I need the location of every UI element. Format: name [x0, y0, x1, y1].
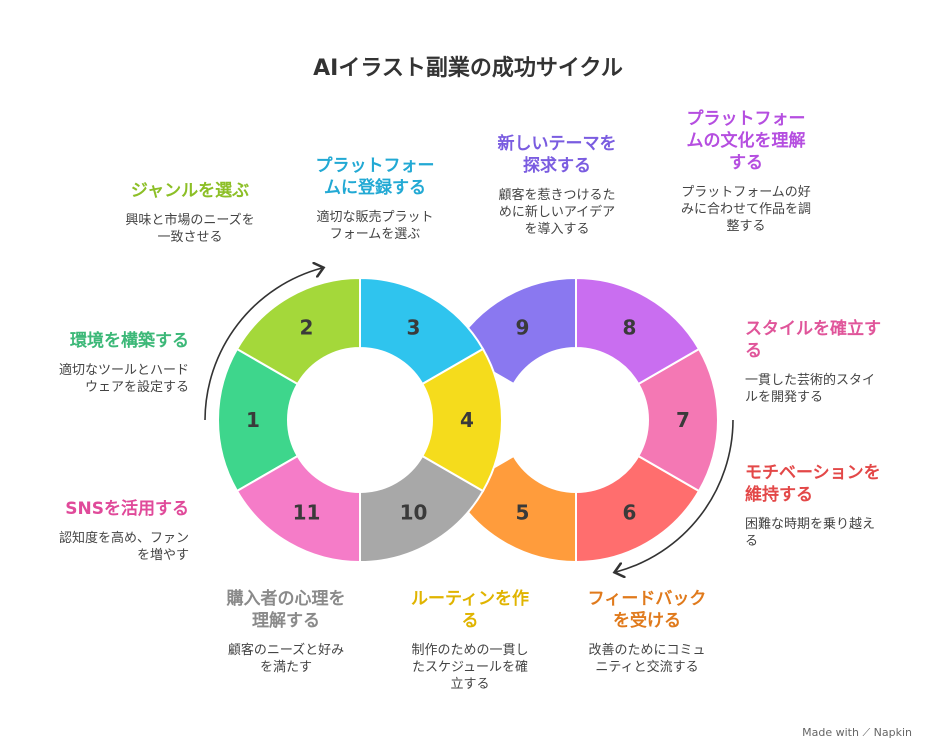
label-2-title: ジャンルを選ぶ — [130, 181, 250, 201]
label-2: ジャンルを選ぶ 興味と市場のニーズを 一致させる — [100, 180, 280, 246]
segment-number-11: 11 — [293, 501, 321, 525]
label-7: スタイルを確立す る 一貫した芸術的スタイ ルを開発する — [745, 318, 925, 406]
segment-number-2: 2 — [300, 315, 314, 339]
label-9-title: 新しいテーマを 探求する — [497, 134, 617, 176]
segment-number-9: 9 — [516, 315, 530, 339]
label-3-desc: 適切な販売プラット フォームを選ぶ — [316, 210, 434, 242]
footer-brand: Napkin — [873, 726, 912, 739]
footer-made-with: Made with — [802, 726, 859, 739]
label-1-desc: 適切なツールとハード ウェアを設定する — [58, 363, 189, 395]
segment-number-4: 4 — [460, 408, 474, 432]
label-4-title: ルーティンを作 る — [411, 589, 529, 631]
label-4-desc: 制作のための一貫し たスケジュールを確 立する — [411, 643, 529, 692]
segment-number-3: 3 — [407, 315, 421, 339]
label-4: ルーティンを作 る 制作のための一貫し たスケジュールを確 立する — [385, 588, 555, 693]
label-11-desc: 認知度を高め、ファン を増やす — [58, 531, 189, 563]
segment-number-10: 10 — [400, 501, 428, 525]
label-9-desc: 顧客を惹きつけるた めに新しいアイデア を導入する — [498, 188, 616, 237]
label-10-desc: 顧客のニーズと好み を満たす — [227, 643, 345, 675]
label-11-title: SNSを活用する — [65, 499, 189, 519]
segment-number-6: 6 — [623, 501, 637, 525]
label-9: 新しいテーマを 探求する 顧客を惹きつけるた めに新しいアイデア を導入する — [472, 133, 642, 238]
footer-credit: Made with ⟋ Napkin — [802, 726, 912, 740]
label-11: SNSを活用する 認知度を高め、ファン を増やす — [9, 498, 189, 564]
label-10: 購入者の心理を 理解する 顧客のニーズと好み を満たす — [200, 588, 372, 676]
segment-number-1: 1 — [246, 408, 260, 432]
label-3-title: プラットフォー ムに登録する — [315, 156, 435, 198]
segment-7 — [636, 347, 719, 493]
diagram-title: AIイラスト副業の成功サイクル — [313, 56, 623, 81]
label-1: 環境を構築する 適切なツールとハード ウェアを設定する — [9, 330, 189, 396]
segment-number-7: 7 — [676, 408, 690, 432]
label-7-desc: 一貫した芸術的スタイ ルを開発する — [745, 373, 876, 405]
segment-11 — [235, 454, 361, 564]
label-5: フィードバック を受ける 改善のためにコミュ ニティと交流する — [562, 588, 732, 676]
label-7-title: スタイルを確立す る — [745, 319, 881, 361]
label-8-title: プラットフォー ムの文化を理解 する — [686, 109, 806, 173]
label-5-title: フィードバック を受ける — [587, 589, 707, 631]
cycle-arrow-right — [616, 419, 734, 572]
segment-8 — [575, 276, 701, 386]
label-8-desc: プラットフォームの好 みに合わせて作品を調 整する — [680, 185, 811, 234]
label-5-desc: 改善のためにコミュ ニティと交流する — [588, 643, 706, 675]
segment-6 — [575, 454, 701, 564]
segment-4 — [420, 347, 503, 493]
label-3: プラットフォー ムに登録する 適切な販売プラット フォームを選ぶ — [290, 155, 460, 243]
segment-number-5: 5 — [516, 501, 530, 525]
label-2-desc: 興味と市場のニーズを 一致させる — [125, 213, 255, 245]
label-6: モチベーションを 維持する 困難な時期を乗り越え る — [745, 462, 925, 550]
label-10-title: 購入者の心理を 理解する — [226, 589, 346, 631]
label-6-title: モチベーションを 維持する — [745, 463, 881, 505]
segment-number-8: 8 — [623, 315, 637, 339]
cycle-arrow-left — [204, 268, 322, 421]
label-8: プラットフォー ムの文化を理解 する プラットフォームの好 みに合わせて作品を調… — [660, 108, 832, 235]
label-6-desc: 困難な時期を乗り越え る — [745, 517, 876, 549]
napkin-logo-icon: ⟋ — [862, 726, 871, 739]
label-1-title: 環境を構築する — [70, 331, 189, 351]
